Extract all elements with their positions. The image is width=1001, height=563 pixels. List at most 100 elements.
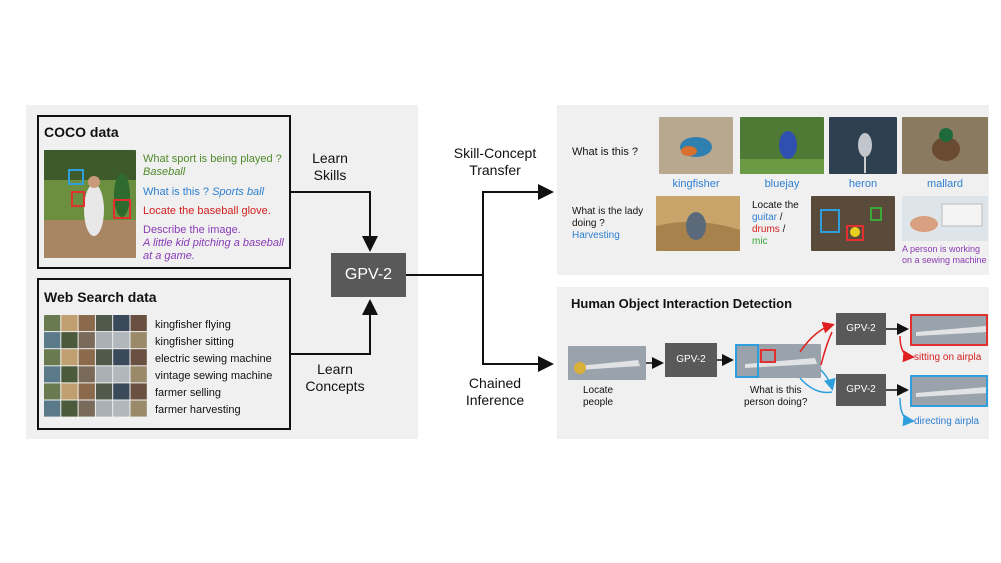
- web-item-6: farmer harvesting: [155, 404, 241, 416]
- label-kingfisher: kingfisher: [672, 178, 720, 190]
- web-thumbnail: [130, 400, 147, 417]
- web-thumbnail: [130, 383, 147, 400]
- coco-q2-line: What is this ? Sports ball: [143, 186, 264, 199]
- web-title: Web Search data: [44, 289, 157, 305]
- web-thumbnail: [130, 332, 147, 349]
- baseball-image: [44, 150, 136, 258]
- web-thumbnail: [61, 332, 78, 349]
- web-item-1: kingfisher flying: [155, 319, 231, 331]
- chained-label: Chained Inference: [445, 375, 545, 409]
- transfer-line1: Skill-Concept: [453, 145, 537, 161]
- learn-skills-line1: Learn: [312, 150, 348, 166]
- web-thumbnail: [113, 400, 130, 417]
- web-thumbnail: [61, 315, 78, 332]
- learn-skills-line2: Skills: [313, 167, 347, 183]
- coco-q1: What sport is being played ?: [143, 153, 282, 165]
- web-thumbnail: [44, 400, 61, 417]
- label-mallard: mallard: [926, 178, 964, 190]
- output-directing: directing airpla: [914, 416, 980, 427]
- web-thumbnail: [44, 332, 61, 349]
- lady-q-line2: doing ?: [572, 218, 605, 229]
- hoi-gpv-1: GPV-2: [665, 343, 717, 377]
- band-image: [811, 196, 895, 251]
- coco-title: COCO data: [44, 124, 119, 140]
- slash-2: /: [782, 224, 786, 235]
- coco-a4-line1: A little kid pitching a baseball: [143, 237, 284, 249]
- web-thumbnail: [130, 349, 147, 366]
- arrow-concepts: [291, 299, 378, 355]
- chained-line2: Inference: [465, 392, 525, 408]
- coco-q2: What is this ?: [143, 186, 210, 198]
- web-image-grid: [44, 315, 147, 417]
- web-thumbnail: [95, 349, 113, 366]
- web-thumbnail: [130, 366, 147, 383]
- web-thumbnail: [113, 332, 130, 349]
- airplane-input-image: [568, 346, 646, 380]
- web-thumbnail: [78, 366, 95, 383]
- web-item-2: kingfisher sitting: [155, 336, 234, 348]
- arrow-skills: [291, 191, 378, 252]
- coco-a2: Sports ball: [212, 186, 265, 198]
- coco-q4: Describe the image.: [143, 224, 241, 236]
- locate-line1: Locate the: [752, 200, 799, 211]
- locate-drums: drums: [752, 224, 780, 235]
- web-thumbnail: [44, 366, 61, 383]
- web-thumbnail: [78, 315, 95, 332]
- web-thumbnail: [61, 400, 78, 417]
- web-thumbnail: [44, 383, 61, 400]
- caption-line1: A person is working: [902, 244, 981, 254]
- locate-line2: guitar /: [752, 212, 799, 224]
- locate-instruments: Locate the guitar / drums / mic: [752, 200, 799, 248]
- gpv2-model-box: GPV-2: [331, 253, 406, 297]
- hoi-gpv-bottom: GPV-2: [836, 374, 886, 406]
- web-thumbnail: [113, 315, 130, 332]
- transfer-label: Skill-Concept Transfer: [440, 145, 550, 179]
- web-item-5: farmer selling: [155, 387, 222, 399]
- bluejay-image: [740, 117, 824, 174]
- airplane-red-output: [910, 314, 988, 346]
- web-thumbnail: [78, 400, 95, 417]
- web-thumbnail: [44, 315, 61, 332]
- web-thumbnail: [95, 332, 113, 349]
- label-bluejay: bluejay: [764, 178, 800, 190]
- sewing-caption: A person is working on a sewing machine: [902, 244, 987, 266]
- heron-image: [829, 117, 897, 174]
- web-thumbnail: [44, 349, 61, 366]
- sewing-image: [902, 196, 988, 241]
- learn-concepts-line1: Learn: [317, 361, 353, 377]
- web-thumbnail: [113, 349, 130, 366]
- lady-q-line1: What is the lady: [572, 206, 644, 217]
- web-thumbnail: [95, 383, 113, 400]
- airplane-blue-output: [910, 375, 988, 407]
- coco-q3: Locate the baseball glove.: [143, 205, 271, 217]
- lady-question: What is the lady doing ? Harvesting: [572, 206, 643, 242]
- harvesting-image: [656, 196, 740, 251]
- web-item-3: electric sewing machine: [155, 353, 272, 365]
- web-thumbnail: [78, 349, 95, 366]
- learn-skills-label: Learn Skills: [300, 150, 360, 184]
- locate-line3: drums /: [752, 224, 799, 236]
- coco-a4-line2: at a game.: [143, 250, 195, 262]
- lady-answer: Harvesting: [572, 230, 620, 241]
- web-thumbnail: [61, 349, 78, 366]
- learn-concepts-line2: Concepts: [305, 378, 365, 394]
- arrow-transfer: [482, 184, 554, 275]
- airplane-located-image: [735, 344, 821, 378]
- web-thumbnail: [113, 383, 130, 400]
- person-q-line1: What is this: [749, 385, 802, 396]
- mallard-image: [902, 117, 988, 174]
- label-heron: heron: [848, 178, 878, 190]
- web-thumbnail: [61, 383, 78, 400]
- web-thumbnail: [78, 383, 95, 400]
- learn-concepts-label: Learn Concepts: [300, 361, 370, 395]
- transfer-line2: Transfer: [469, 162, 521, 178]
- chained-line1: Chained: [468, 375, 522, 391]
- locate-people-line1: Locate: [583, 385, 614, 396]
- coco-a1: Baseball: [143, 166, 186, 178]
- output-sitting: sitting on airpla: [914, 352, 982, 363]
- what-is-this-q: What is this ?: [572, 146, 639, 158]
- locate-people-line2: people: [583, 397, 614, 408]
- web-thumbnail: [78, 332, 95, 349]
